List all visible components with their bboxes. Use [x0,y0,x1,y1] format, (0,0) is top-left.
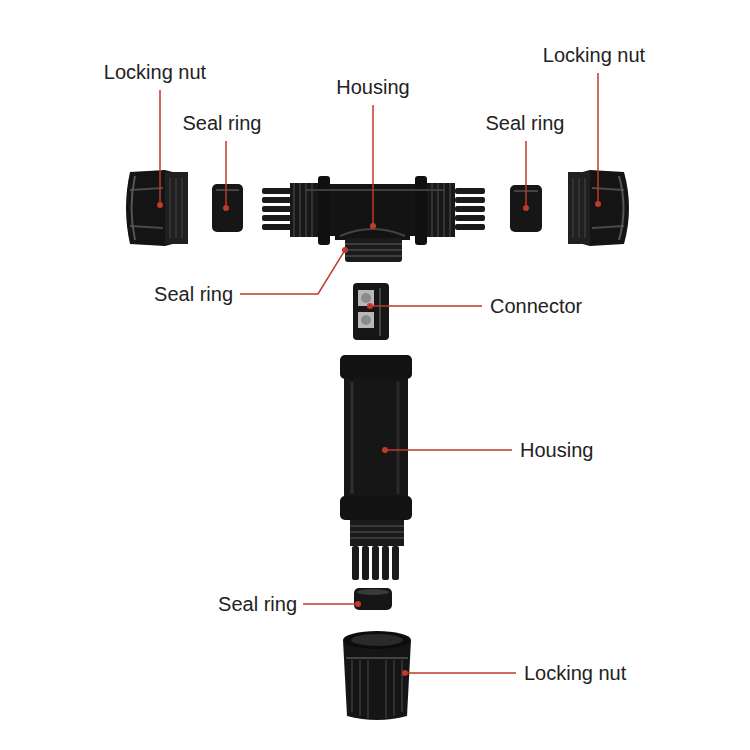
locking-nut-part [126,170,188,246]
inline-housing-part [397,382,400,494]
inline-housing-part [340,355,412,379]
inline-housing [340,355,412,580]
inline-housing-part-part [362,546,369,580]
seal-ring-part [354,588,392,610]
t-housing-part [427,183,455,237]
locking-nut-part [619,176,624,240]
seal-ring [212,184,243,232]
inline-housing-part-part [372,546,379,580]
inline-housing-part-part [352,546,359,580]
t-housing-part [455,188,485,230]
t-housing-part-part [455,224,485,230]
t-housing-part [345,244,402,256]
terminal-connector-part [379,288,381,336]
part-label: Seal ring [183,111,262,135]
locking-nut [126,170,188,246]
inline-housing-part [352,546,399,580]
terminal-connector-part [353,283,389,340]
t-housing-part [290,183,318,237]
t-housing-part-part [455,197,485,203]
locking-nut-part [170,178,182,238]
part-label: Locking nut [543,43,645,67]
t-housing-part [432,183,450,237]
inline-housing-part [344,365,408,500]
leader-dot-part [355,601,361,607]
inline-housing-part-part [392,546,399,580]
locking-nut-part [568,172,590,244]
leader-line-part [385,449,512,451]
leader-line-part [303,603,358,605]
part-label: Seal ring [486,111,565,135]
part-label: Locking nut [104,60,206,84]
leader-line [160,73,598,673]
t-housing-part [318,176,330,245]
leader-line-part [372,105,374,226]
leader-line-part [225,141,227,208]
terminal-connector-part [358,312,374,328]
seal-ring-part [212,184,243,232]
part-label: Housing [336,75,409,99]
locking-nut [343,631,411,720]
leader-dot-part [370,223,376,229]
t-housing-part [305,189,445,191]
part-label: Seal ring [218,592,297,616]
leader-dot-part [367,303,373,309]
t-housing-part [294,183,312,237]
leader-dot-part [382,447,388,453]
part-label: Connector [490,294,582,318]
t-housing-part-part [455,206,485,212]
part-label: Seal ring [154,282,233,306]
t-housing-part-part [455,188,485,194]
locking-nut-part [343,631,411,649]
locking-nut-part [573,178,585,238]
leader-line-part [597,73,599,204]
t-housing-part-part [262,215,292,221]
leader-dot-part [157,202,163,208]
t-housing-part-part [262,197,292,203]
leader-dot-part [595,201,601,207]
inline-housing-part-part [382,546,389,580]
seal-ring [354,588,392,610]
inline-housing-part [340,496,412,520]
leader-dot-part [402,670,408,676]
locking-nut-part [132,176,136,240]
t-housing-part-part [262,206,292,212]
t-housing-part-part [262,188,292,194]
inline-housing-part [351,382,354,494]
part-label: Locking nut [524,661,626,685]
t-housing-part [262,188,292,230]
locking-nut-part [352,660,402,718]
seal-ring-part [216,189,239,191]
leader-dot-part [223,205,229,211]
locking-nut-part [346,657,408,659]
leader-dot-part [342,247,348,253]
leader-line-part [159,90,161,205]
part-label: Housing [520,438,593,462]
leader-line-part [240,250,345,294]
locking-nut-part [592,188,624,228]
t-housing-part-part [455,215,485,221]
locking-nut-part [351,634,403,646]
leader-dot [157,201,601,676]
locking-nut-part [343,640,411,720]
t-housing-part-part [262,224,292,230]
t-housing-part [415,176,427,245]
terminal-connector [353,283,389,340]
leader-line-part [405,672,516,674]
terminal-connector-part [361,315,371,325]
t-housing-part [340,229,405,236]
seal-ring-part [357,589,389,595]
inline-housing-part [350,526,404,538]
inline-housing-part [350,520,404,546]
terminal-connector-part [361,293,371,303]
leader-line-part [525,141,527,208]
locking-nut-part [165,172,188,244]
locking-nut-part [130,188,163,228]
t-housing-part [345,238,402,262]
leader-dot-part [523,205,529,211]
leader-line-part [370,305,482,307]
